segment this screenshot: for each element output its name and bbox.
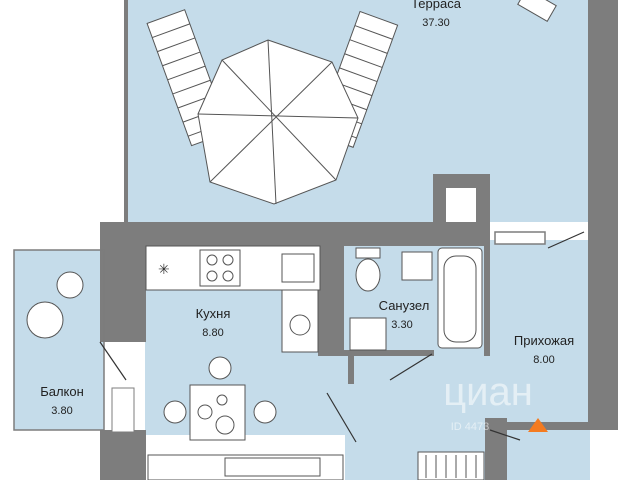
bathroom-name: Санузел <box>379 298 430 313</box>
wall-right-outer <box>588 0 618 430</box>
door-swings <box>99 231 585 443</box>
bathroom-sink <box>401 251 433 281</box>
balcony-floor <box>14 250 104 430</box>
kitchen-name: Кухня <box>196 306 231 321</box>
watermark-id: ID 4473 <box>451 421 490 433</box>
plate <box>215 415 235 435</box>
toilet-bowl <box>355 258 381 292</box>
wall-left-kitchen <box>100 222 146 342</box>
balcony-area: 3.80 <box>51 405 72 417</box>
watermark-logo-icon <box>528 418 548 432</box>
wall-bottom-strip <box>507 422 618 430</box>
bathroom-area: 3.30 <box>391 319 412 331</box>
watermark-brand: циан <box>443 370 533 414</box>
balcony-furniture <box>26 271 84 339</box>
kitchen-furniture: ✳ <box>145 245 344 480</box>
hallway-area: 8.00 <box>533 354 554 366</box>
wall-bath-left <box>318 246 344 356</box>
kitchen-sink <box>281 253 315 283</box>
terrace-name: Терраса <box>411 0 462 11</box>
pillar-hollow <box>446 188 476 222</box>
chair <box>208 356 232 380</box>
wall-bath-bottom <box>344 350 434 356</box>
stove <box>199 249 241 287</box>
balcony-table <box>26 301 64 339</box>
balcony-chair <box>56 271 84 299</box>
wall-bath-right <box>484 222 490 356</box>
wall-bottom-left <box>100 430 146 480</box>
chair <box>163 400 187 424</box>
balcony-door <box>111 387 135 433</box>
wall-middle-horizontal <box>100 222 490 246</box>
terrace-area: 37.30 <box>422 17 450 29</box>
bathroom-fixtures <box>349 247 483 351</box>
umbrella <box>197 39 359 205</box>
plate <box>197 404 213 420</box>
asterisk-icon: ✳ <box>158 262 170 278</box>
hallway-name: Прихожая <box>514 333 574 348</box>
lounger-small <box>517 0 557 22</box>
lower-cabinet-drawer <box>224 457 321 477</box>
balcony-outline <box>13 249 105 431</box>
wall-terrace-left <box>124 0 128 222</box>
watermark: циан ID 4473 <box>443 370 548 433</box>
room-labels: Терраса 37.30 Кухня 8.80 Балкон 3.80 Сан… <box>40 0 574 417</box>
plate <box>216 394 228 406</box>
wall-partition <box>348 356 354 384</box>
terrace-furniture <box>146 0 557 205</box>
kitchen-area: 8.80 <box>202 327 223 339</box>
balcony-name: Балкон <box>40 384 84 399</box>
toilet-tank <box>355 247 381 259</box>
window-strip <box>494 231 546 245</box>
chair <box>253 400 277 424</box>
hallway-wardrobe <box>417 451 485 480</box>
shower-tray <box>349 317 387 351</box>
